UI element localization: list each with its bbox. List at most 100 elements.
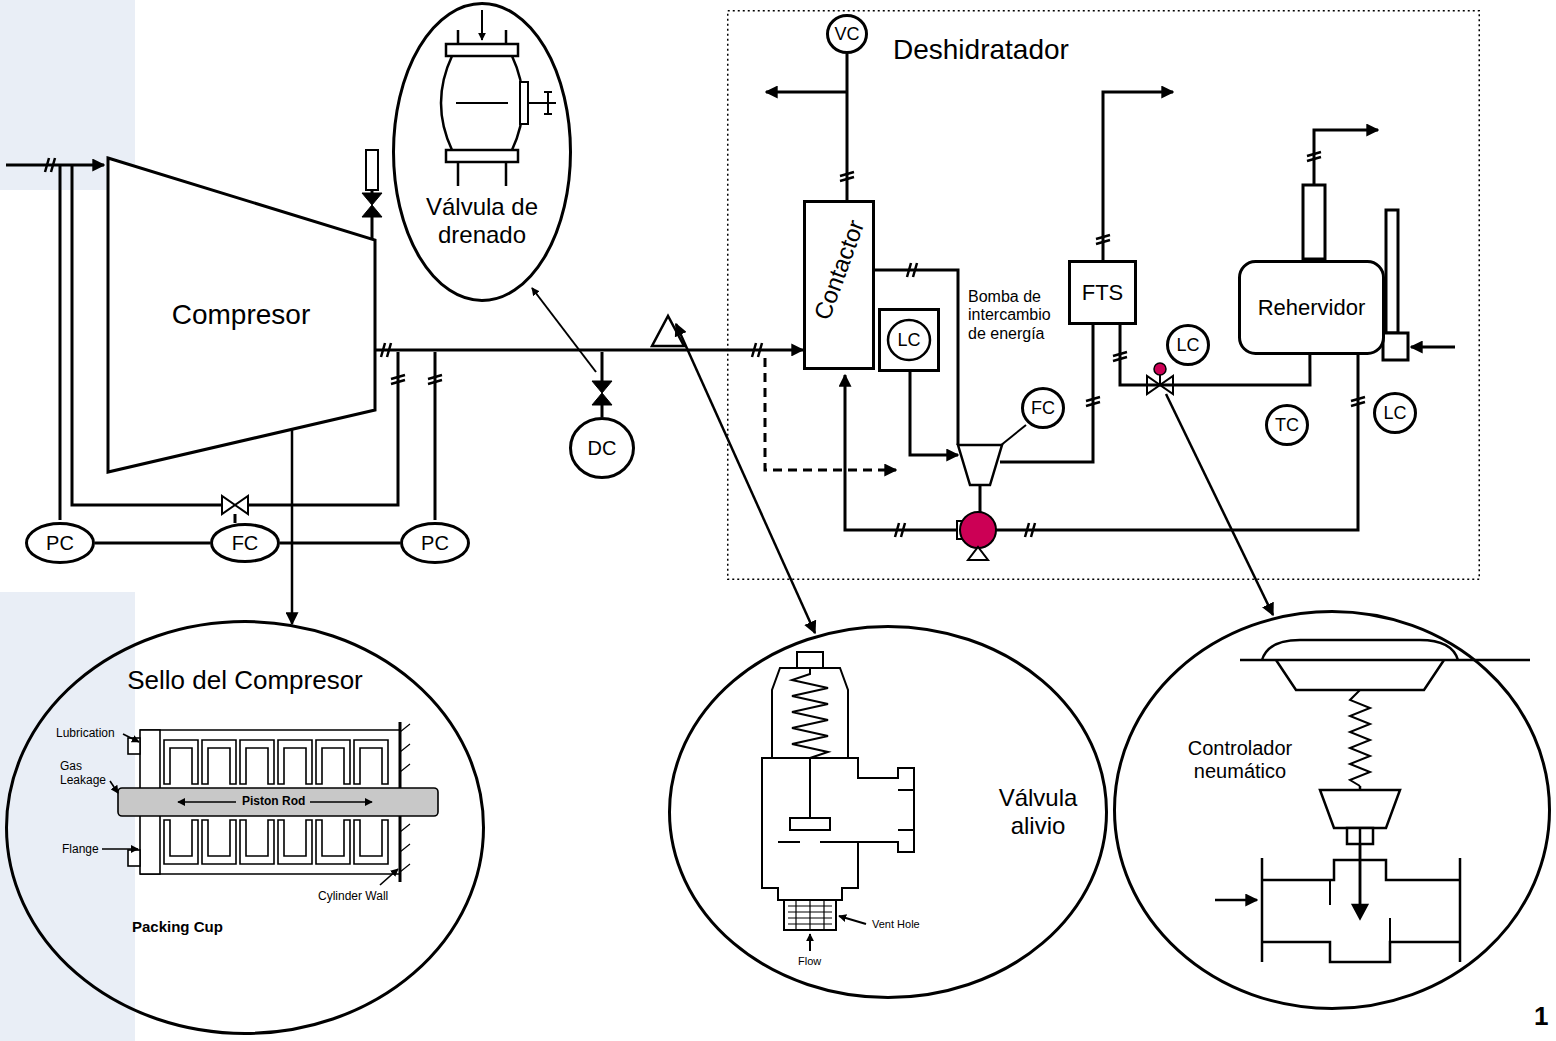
break-mark (1086, 397, 1100, 406)
label-holder: Gas Leakage (60, 760, 112, 788)
packing-cup (316, 820, 350, 864)
ellipse-outline (1115, 612, 1550, 1009)
label-holder: Bomba de intercambio de energía (968, 288, 1064, 343)
flange-bolt (128, 850, 140, 866)
box-outline (880, 310, 939, 371)
valve-body (762, 758, 914, 900)
controller-circle: FC (1021, 387, 1065, 429)
actuator-spring (1350, 690, 1370, 786)
break-mark (1351, 397, 1365, 406)
valve-symbol (592, 381, 612, 393)
controller-circle: FC (210, 523, 280, 563)
break-mark (907, 263, 917, 277)
diaphragm-casing (1262, 640, 1458, 660)
pump-label: Bomba de intercambio de energía (968, 288, 1064, 343)
leader-line (1166, 394, 1273, 615)
diaphragm-casing (1276, 660, 1444, 690)
flow-arrow (481, 10, 483, 40)
box-outline (1240, 262, 1384, 354)
compressor-outline (108, 158, 375, 472)
ellipse-outline (27, 524, 94, 563)
signal-line (234, 514, 237, 523)
packing-cup (278, 740, 312, 784)
node-text: LC (1176, 335, 1199, 356)
valve-pipe (458, 30, 506, 44)
valve-flange (446, 44, 518, 56)
label-holder: 1 (1534, 1002, 1548, 1032)
burner-box (1383, 333, 1408, 360)
controller-circle: PC (400, 522, 470, 564)
valve-stem (1359, 828, 1362, 905)
valve-flange (1262, 858, 1460, 962)
leader-line (123, 734, 139, 742)
valve-internals (778, 758, 914, 842)
controller-circle: DC (569, 417, 635, 479)
glycol-pipe (845, 375, 958, 530)
break-mark (428, 375, 442, 384)
part-label: Cylinder Wall (318, 890, 388, 904)
node-text: PC (46, 532, 74, 555)
valve-symbol (362, 193, 382, 205)
flange-bolt (128, 738, 140, 754)
break-mark (45, 158, 55, 172)
valve-handle (528, 92, 556, 114)
label-holder: Packing Cup (132, 918, 223, 935)
node-text: Controlador neumático (1155, 737, 1325, 783)
pump-base (968, 547, 988, 560)
glycol-pipe (910, 372, 958, 455)
side-panel (0, 592, 135, 1041)
label-holder: Cylinder Wall (318, 890, 388, 904)
node-text: Deshidratador (893, 34, 1069, 66)
packing-cup (354, 740, 388, 784)
node-text: VC (834, 24, 859, 45)
ellipse-outline (1375, 394, 1416, 433)
suction-pipe (6, 164, 104, 167)
node-text: Sello del Compresor (127, 666, 363, 696)
callout-ellipse: Controlador neumático (1113, 610, 1551, 1010)
ellipse-outline (7, 622, 484, 1034)
glycol-pipe (875, 270, 958, 445)
break-mark (391, 375, 405, 384)
node-outline (392, 2, 572, 302)
valve-disc (456, 102, 508, 104)
boundary-outline (728, 11, 1480, 580)
fuel-pipe (1411, 346, 1455, 349)
fire-tube (1386, 210, 1398, 333)
ellipse-outline (888, 320, 930, 360)
node-text: Compresor (172, 299, 310, 331)
packing-cup (240, 740, 274, 784)
ellipse-outline (1168, 326, 1209, 365)
packing-cup (278, 820, 312, 864)
valve-partition (1330, 880, 1390, 942)
gas-pipe (845, 54, 848, 200)
ellipse-outline (212, 525, 279, 562)
callout-ellipse: Válvula alivio (668, 625, 1108, 999)
part-label: Lubrication (56, 727, 115, 741)
ellipse-outline (571, 419, 634, 478)
node-outline (1113, 610, 1551, 1010)
packing-cup (164, 820, 198, 864)
vent-stack (366, 150, 378, 190)
controller-circle: LC (1166, 324, 1210, 366)
node-text: LC (1383, 403, 1406, 424)
valve-actuator (1154, 363, 1166, 375)
pump-shaft (979, 485, 982, 512)
gas-outlet-pipe (766, 91, 847, 94)
dehydrator-boundary: DeshidratadorVCContactorLCFCFTSLCRehervi… (727, 10, 1480, 580)
inlet-screen (784, 900, 836, 930)
figure-caption: Packing Cup (132, 918, 223, 935)
leader-line (839, 916, 866, 924)
flash-tank: FTS (1068, 260, 1137, 325)
controller-circle: PC (25, 522, 95, 564)
leader-line (532, 288, 596, 372)
packing-cup (202, 820, 236, 864)
part-label: Piston Rod (242, 795, 305, 809)
ellipse-outline (1267, 406, 1308, 445)
label-holder: Piston Rod (242, 795, 305, 809)
node-text: Válvula de drenado (407, 193, 557, 248)
ellipse-outline (670, 627, 1107, 998)
